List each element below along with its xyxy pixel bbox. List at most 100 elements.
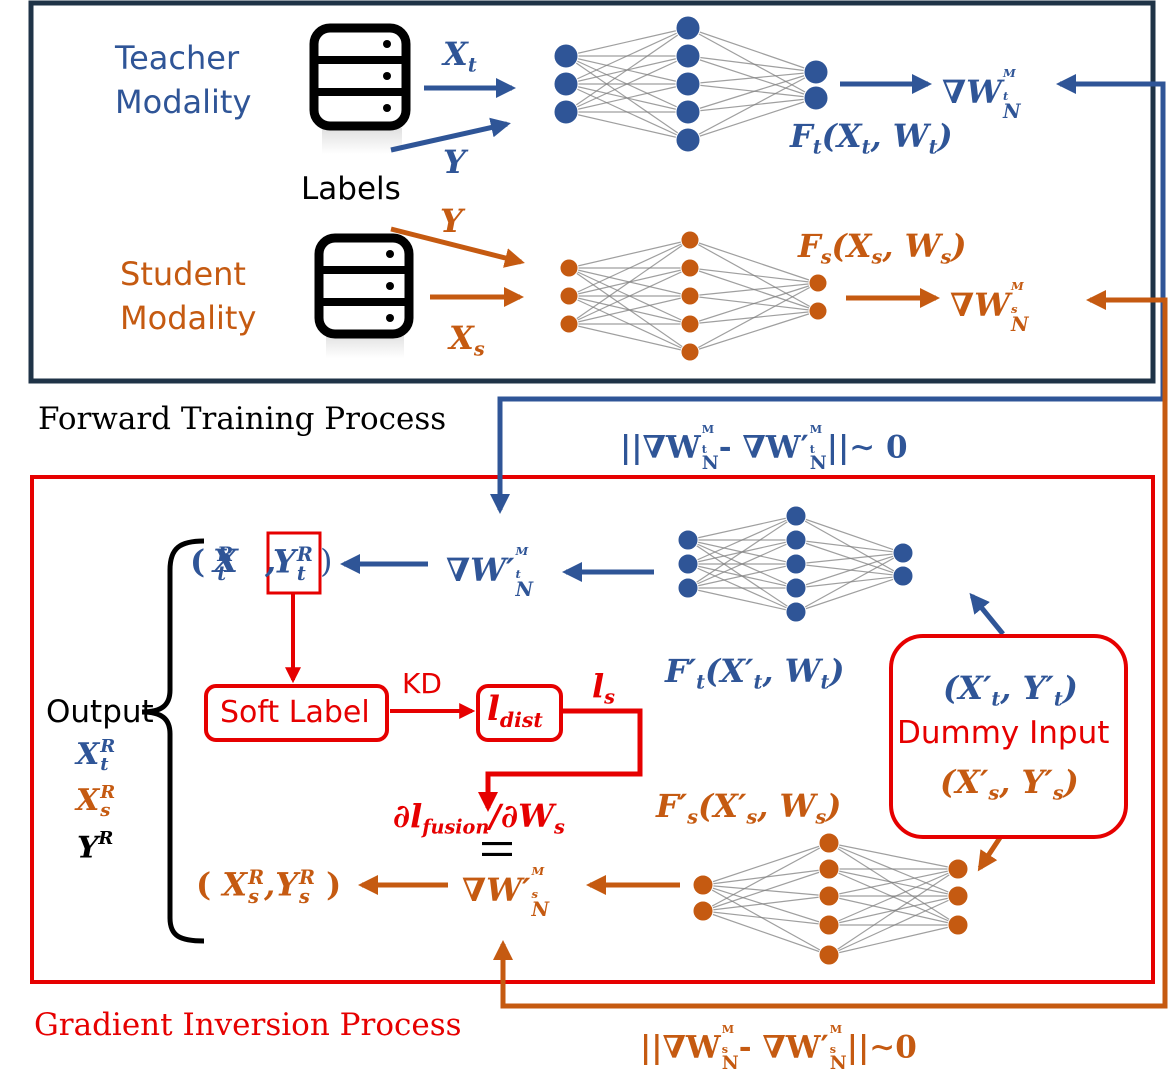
output-brace [141,538,205,944]
forward-frame [28,0,1156,384]
network-edge [689,310,819,353]
network-node [680,314,700,334]
network-edge [795,539,904,554]
network-edge [568,239,691,325]
student-database-icon [314,233,414,358]
inversion-process-title: Gradient Inversion Process [34,1007,462,1043]
network-edge [702,868,830,912]
network-node [692,874,714,896]
network-node [947,885,969,907]
network-node [677,529,699,551]
student-network-icon [559,230,828,362]
network-node [692,900,714,922]
network-node [553,71,579,97]
network-node [559,258,579,278]
network-node [892,542,914,564]
network-node [675,71,701,97]
network-edge [687,515,797,565]
xs-label: Xs [449,319,485,361]
soft-label-box [204,684,389,742]
student-modality-label: Student Modality [120,252,256,340]
network-node [818,858,840,880]
network-edge [689,282,819,325]
y-teacher-label: Y [443,143,466,181]
pair-teacher-close: ) [320,542,333,580]
network-node [892,565,914,587]
network-node [818,944,840,966]
network-edge [689,282,819,353]
network-edge [702,884,830,926]
network-edge [565,27,689,85]
network-edge [687,515,797,541]
f-prime-student-label: F′s(X′s, Ws) [656,787,842,829]
student-prime-network-icon [692,832,969,966]
network-node [675,127,701,153]
network-edge [828,868,959,897]
network-node [785,601,807,623]
network-node [680,258,700,278]
labels-label: Labels [301,171,401,207]
network-edge [687,515,797,589]
network-edge [828,895,959,926]
pair-teacher-x: X [213,542,238,580]
network-edge [687,97,817,141]
equals-sign: || [480,838,516,860]
network-edge [565,27,689,113]
network-node [677,553,699,575]
network-edge [568,323,691,353]
network-edge [565,27,689,57]
network-edge [828,895,959,956]
network-edge [795,515,904,554]
network-edge [702,842,830,886]
network-edge [687,539,797,589]
y-student-arrow [390,226,525,268]
network-edge [828,868,959,926]
network-edge [702,910,830,956]
network-edge [828,868,959,956]
network-node [808,273,828,293]
network-edge [795,552,904,613]
student-line2: Modality [120,299,257,337]
network-edge [702,895,830,912]
student-match-connector [493,297,1168,1009]
network-edge [689,282,819,297]
network-edge [687,71,817,85]
network-node [818,832,840,854]
network-node [553,43,579,69]
network-node [803,85,829,111]
pair-teacher-comma: , [265,542,277,580]
dummy-to-teacher-net-arrow [969,592,1005,636]
dummy-input-box [889,634,1128,839]
network-node [680,342,700,362]
dummy-student-pair: (X′s, Y′s) [940,763,1079,805]
network-node [559,314,579,334]
dummy-teacher-pair: (X′t, Y′t) [943,669,1078,711]
fs-function-label: Fs(Xs, Ws) [798,227,967,269]
y-teacher-arrow [390,117,511,153]
network-edge [702,842,830,912]
network-edge [689,239,819,284]
network-node [680,230,700,250]
network-edge [687,83,817,99]
network-node [803,59,829,85]
forward-process-title: Forward Training Process [38,401,447,437]
network-node [680,286,700,306]
network-edge [702,910,830,926]
inversion-frame [30,475,1155,984]
kd-label: KD [402,667,442,700]
network-node [785,553,807,575]
teacher-database-icon [309,23,411,154]
output-label: Output [46,694,154,730]
network-node [677,577,699,599]
network-node [947,914,969,936]
l-dist-label: ldist [487,689,543,733]
network-node [785,505,807,527]
